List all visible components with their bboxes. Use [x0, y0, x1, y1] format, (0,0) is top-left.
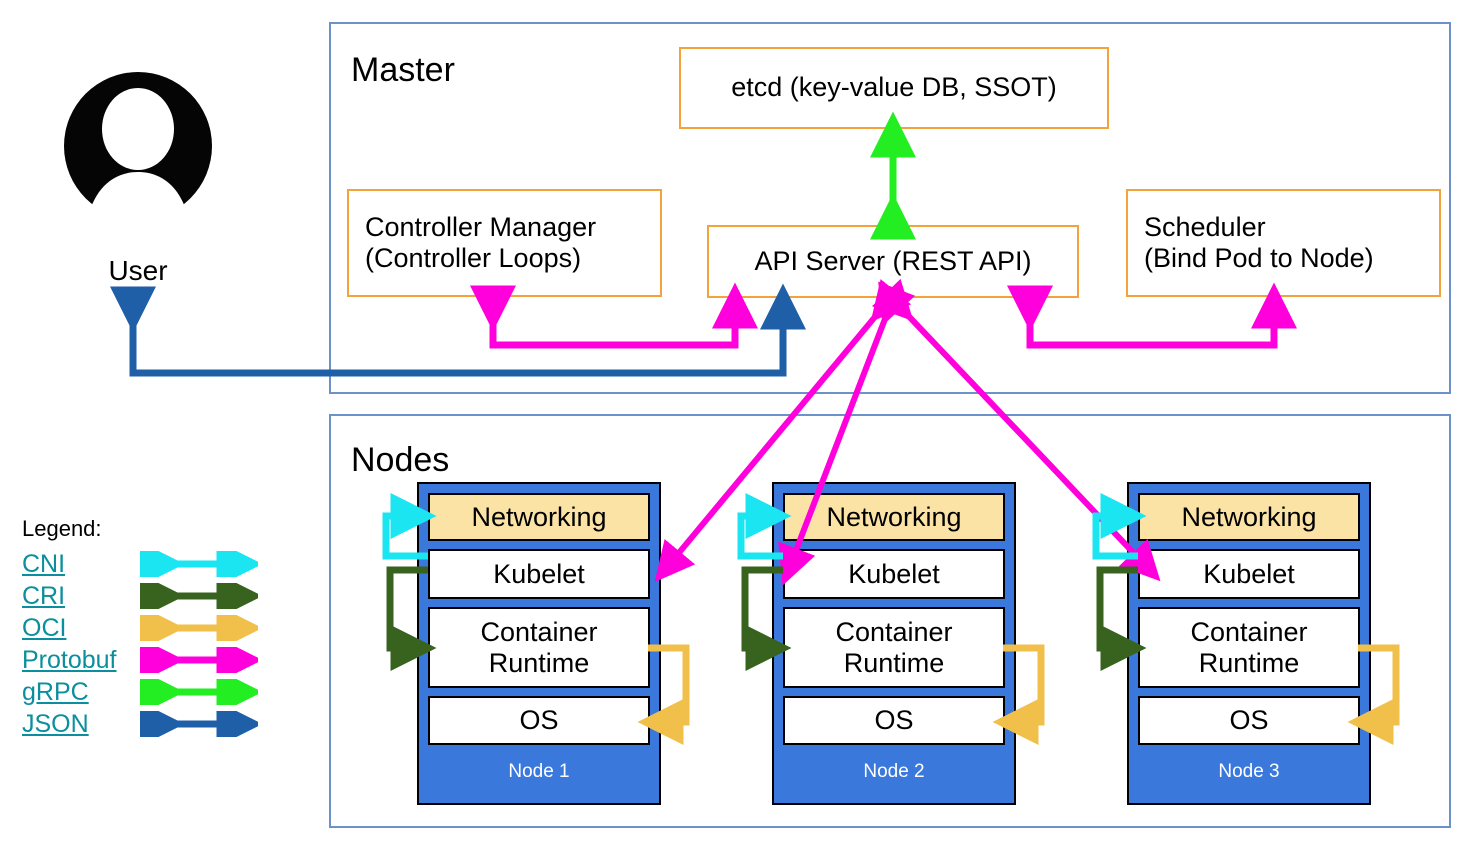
node-1[interactable]: Networking Kubelet Container Runtime OS … [417, 482, 661, 805]
node-2[interactable]: Networking Kubelet Container Runtime OS … [772, 482, 1016, 805]
legend-arrow-oci [140, 615, 258, 641]
legend-label-cni[interactable]: CNI [22, 549, 66, 578]
legend-label-protobuf[interactable]: Protobuf [22, 645, 117, 674]
node-2-name: Node 2 [863, 761, 925, 782]
node-3-name: Node 3 [1218, 761, 1280, 782]
node-1-os-layer[interactable]: OS [428, 696, 650, 745]
etcd-box[interactable]: etcd (key-value DB, SSOT) [679, 47, 1109, 129]
legend-item-cri[interactable]: CRI [22, 580, 258, 612]
legend-arrow-cni [140, 551, 258, 577]
legend-label-oci[interactable]: OCI [22, 613, 67, 642]
nodes-group-title: Nodes [351, 441, 450, 479]
legend-arrow-protobuf [140, 647, 258, 673]
node-3-container-runtime-layer[interactable]: Container Runtime [1138, 607, 1360, 688]
legend-label-json[interactable]: JSON [22, 709, 89, 738]
api-server-box[interactable]: API Server (REST API) [707, 225, 1079, 298]
node-2-os-layer[interactable]: OS [783, 696, 1005, 745]
legend-item-protobuf[interactable]: Protobuf [22, 644, 258, 676]
legend-item-grpc[interactable]: gRPC [22, 676, 258, 708]
node-3-kubelet-layer[interactable]: Kubelet [1138, 549, 1360, 599]
node-2-container-runtime-layer[interactable]: Container Runtime [783, 607, 1005, 688]
node-2-networking-layer[interactable]: Networking [783, 493, 1005, 541]
node-3-networking-layer[interactable]: Networking [1138, 493, 1360, 541]
node-1-networking-layer[interactable]: Networking [428, 493, 650, 541]
legend-arrow-grpc [140, 679, 258, 705]
controller-manager-box[interactable]: Controller Manager (Controller Loops) [347, 189, 662, 297]
legend: Legend: CNI CRI OCI Protobuf [22, 518, 258, 740]
node-1-name: Node 1 [508, 761, 570, 782]
legend-item-oci[interactable]: OCI [22, 612, 258, 644]
legend-label-grpc[interactable]: gRPC [22, 677, 89, 706]
controller-manager-label: Controller Manager (Controller Loops) [365, 211, 597, 273]
user-avatar-icon [64, 72, 212, 220]
user-label: User [108, 255, 168, 286]
legend-item-cni[interactable]: CNI [22, 548, 258, 580]
node-3-os-layer[interactable]: OS [1138, 696, 1360, 745]
etcd-label: etcd (key-value DB, SSOT) [731, 72, 1057, 103]
legend-arrow-json [140, 711, 258, 737]
master-group-title: Master [351, 51, 455, 89]
legend-item-json[interactable]: JSON [22, 708, 258, 740]
node-2-kubelet-layer[interactable]: Kubelet [783, 549, 1005, 599]
legend-title: Legend: [22, 516, 102, 541]
node-1-container-runtime-layer[interactable]: Container Runtime [428, 607, 650, 688]
scheduler-label: Scheduler (Bind Pod to Node) [1144, 211, 1374, 273]
node-3[interactable]: Networking Kubelet Container Runtime OS … [1127, 482, 1371, 805]
node-1-kubelet-layer[interactable]: Kubelet [428, 549, 650, 599]
legend-label-cri[interactable]: CRI [22, 581, 66, 610]
legend-arrow-cri [140, 583, 258, 609]
scheduler-box[interactable]: Scheduler (Bind Pod to Node) [1126, 189, 1441, 297]
api-server-label: API Server (REST API) [754, 245, 1032, 276]
